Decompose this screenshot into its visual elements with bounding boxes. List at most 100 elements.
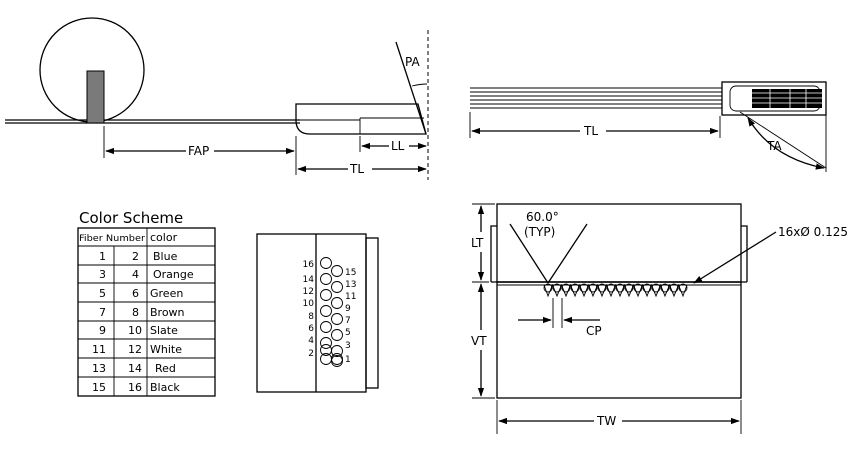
groove-fiber <box>624 283 634 293</box>
fiber-circle-7 <box>331 329 343 341</box>
groove-fiber <box>606 283 616 293</box>
groove-fiber <box>615 283 625 293</box>
fiber-color: Brown <box>150 306 185 319</box>
fiber-number-label: 6 <box>308 324 314 334</box>
ferrule-body <box>295 103 427 135</box>
fiber-circle-13 <box>331 281 343 293</box>
table-row: 7 8 Brown <box>99 306 185 319</box>
fiber-number-label: 16 <box>303 260 315 270</box>
hole-leader-line <box>693 231 777 284</box>
angle-label: 60.0° <box>526 210 559 224</box>
header-color: color <box>150 231 178 244</box>
fiber-array-block <box>752 89 822 108</box>
fiber-b: 4 <box>132 268 139 281</box>
fiber-color: White <box>150 343 182 356</box>
fiber-number-label: 11 <box>345 292 356 302</box>
cp-label: CP <box>586 324 602 338</box>
fiber-circle-1 <box>331 355 343 367</box>
fiber-number-label: 3 <box>345 341 351 351</box>
header-fiber-number: Fiber Number <box>79 234 145 244</box>
ll-label: LL <box>391 139 405 153</box>
strain-relief-block <box>86 70 105 124</box>
ta-arc <box>747 117 825 170</box>
fiber-number-label: 12 <box>303 287 314 297</box>
v-angle-line-right <box>547 223 588 284</box>
connector-top-outline <box>721 81 827 116</box>
lt-label: LT <box>471 236 484 250</box>
fiber-b: 16 <box>128 381 142 394</box>
typ-label: (TYP) <box>524 225 555 239</box>
table-row: 3 4 Orange <box>99 268 194 281</box>
fiber-end-view: 16 14 12 10 8 6 4 2 15 13 11 9 7 5 3 1 <box>256 233 379 393</box>
groove-fiber <box>642 283 652 293</box>
fiber-number-label: 13 <box>345 280 356 290</box>
groove-fiber <box>579 283 589 293</box>
groove-fiber <box>561 283 571 293</box>
color-table-frame <box>77 227 216 397</box>
v-angle-line-left <box>509 223 549 284</box>
fiber-a: 9 <box>99 324 106 337</box>
tw-label: TW <box>596 414 616 428</box>
fiber-circle-12 <box>320 289 332 301</box>
fiber-color: Slate <box>150 324 178 337</box>
fiber-a: 7 <box>99 306 106 319</box>
fiber-number-label: 14 <box>303 275 315 285</box>
side-view: PA LL FAP TL <box>5 17 429 180</box>
table-row: 5 6 Green <box>99 287 183 300</box>
groove-fiber <box>669 283 679 293</box>
fiber-a: 13 <box>92 362 106 375</box>
groove-fiber <box>597 283 607 293</box>
groove-fiber <box>543 283 553 293</box>
fiber-circle-14 <box>320 273 332 285</box>
fiber-circle-2 <box>320 344 332 356</box>
tl-left-label: TL <box>349 162 364 176</box>
fiber-circle-10 <box>320 305 332 317</box>
fiber-circle-6 <box>320 337 332 349</box>
fiber-number-label: 7 <box>345 316 351 326</box>
table-row: 13 14 Red <box>92 362 176 375</box>
vt-label: VT <box>471 334 487 348</box>
groove-fiber <box>678 283 688 293</box>
pa-label: PA <box>405 55 420 69</box>
front-view: 60.0° (TYP) 16xØ 0.125 <box>471 203 848 434</box>
fiber-color: Blue <box>153 250 178 263</box>
lid-right-tab <box>741 225 748 282</box>
right-fiber-numbers: 15 13 11 9 7 5 3 1 <box>345 268 356 365</box>
groove-fiber <box>651 283 661 293</box>
fiber-circle-15 <box>331 265 343 277</box>
fiber-color: Red <box>155 362 176 375</box>
polish-angle-arc <box>411 83 428 87</box>
table-row: 1 2 Blue <box>99 250 178 263</box>
end-view-flange <box>365 237 379 389</box>
fiber-circle-9 <box>331 313 343 325</box>
top-view: TL TA <box>469 81 827 172</box>
color-scheme-title: Color Scheme <box>79 209 183 227</box>
polish-angle-line <box>395 41 427 135</box>
fiber-b: 14 <box>128 362 142 375</box>
v-groove-profile <box>543 283 688 298</box>
holes-label: 16xØ 0.125 <box>778 225 848 239</box>
fiber-number-label: 5 <box>345 328 351 338</box>
fiber-b: 6 <box>132 287 139 300</box>
fiber-number-label: 8 <box>308 312 314 322</box>
fiber-b: 8 <box>132 306 139 319</box>
table-row: 15 16 Black <box>92 381 180 394</box>
fiber-a: 11 <box>92 343 106 356</box>
fiber-circle-16 <box>320 257 332 269</box>
left-fiber-numbers: 16 14 12 10 8 6 4 2 <box>303 260 315 359</box>
fiber-number-label: 1 <box>345 355 351 365</box>
table-row: 9 10 Slate <box>99 324 178 337</box>
tl-right-label: TL <box>583 124 598 138</box>
lid-left-tab <box>490 225 497 282</box>
fiber-circle-8 <box>320 321 332 333</box>
groove-fiber <box>633 283 643 293</box>
fiber-b: 2 <box>132 250 139 263</box>
fiber-number-label: 15 <box>345 268 356 278</box>
fiber-color: Green <box>150 287 183 300</box>
fiber-b: 10 <box>128 324 142 337</box>
table-row: 11 12 White <box>92 343 182 356</box>
fiber-a: 15 <box>92 381 106 394</box>
groove-fiber <box>588 283 598 293</box>
color-scheme: Color Scheme Fiber Number color 1 2 Blue… <box>77 209 216 397</box>
